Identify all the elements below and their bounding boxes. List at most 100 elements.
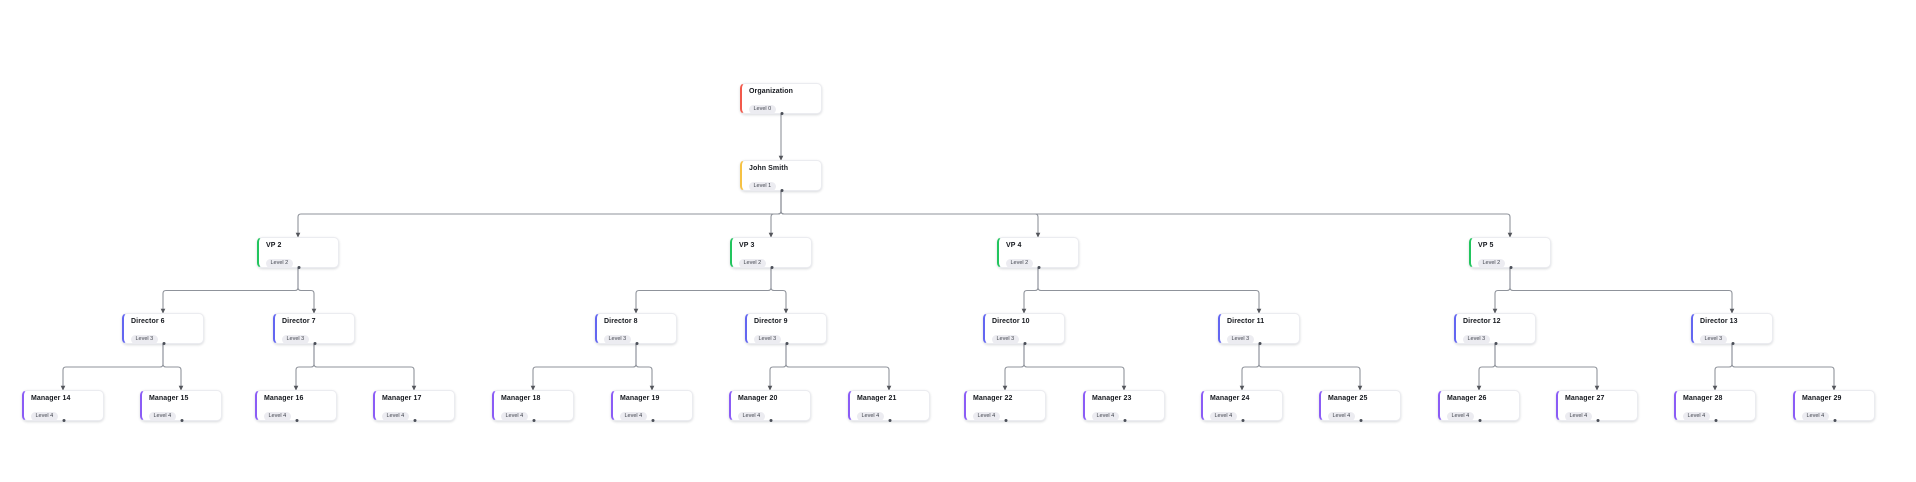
connection-handle-bottom-icon[interactable]	[180, 419, 183, 422]
connection-handle-bottom-icon[interactable]	[1258, 342, 1261, 345]
node-title: VP 4	[1006, 242, 1022, 249]
connection-handle-bottom-icon[interactable]	[1241, 419, 1244, 422]
edge-connector	[162, 344, 182, 389]
level-badge: Level 4	[1328, 411, 1355, 422]
node-title: Manager 19	[620, 395, 660, 402]
edge-connector	[770, 268, 787, 312]
node-title: Manager 20	[738, 395, 778, 402]
org-node-manager-19[interactable]: Manager 19 Level 4	[611, 390, 693, 422]
connection-handle-bottom-icon[interactable]	[780, 189, 783, 192]
edge-arrowhead	[768, 232, 774, 238]
edge-arrowhead	[783, 308, 789, 314]
level-badge: Level 3	[1463, 334, 1490, 345]
org-node-vp-4[interactable]: VP 4 Level 2	[997, 237, 1079, 269]
level-badge: Level 4	[620, 411, 647, 422]
level-badge: Level 4	[501, 411, 528, 422]
node-title: Manager 27	[1565, 395, 1605, 402]
node-title: Director 10	[992, 318, 1030, 325]
connection-handle-bottom-icon[interactable]	[1023, 342, 1026, 345]
connection-handle-bottom-icon[interactable]	[780, 112, 783, 115]
level-badge: Level 4	[31, 411, 58, 422]
connection-handle-bottom-icon[interactable]	[1714, 419, 1717, 422]
node-title: Director 9	[754, 318, 788, 325]
connection-handle-bottom-icon[interactable]	[1596, 419, 1599, 422]
edge-arrowhead	[1256, 308, 1262, 314]
node-title: Director 11	[1227, 318, 1265, 325]
connection-handle-bottom-icon[interactable]	[1037, 266, 1040, 269]
level-badge: Level 3	[604, 334, 631, 345]
connection-handle-bottom-icon[interactable]	[532, 419, 535, 422]
node-title: John Smith	[749, 165, 789, 172]
connection-handle-bottom-icon[interactable]	[413, 419, 416, 422]
org-node-manager-20[interactable]: Manager 20 Level 4	[729, 390, 811, 422]
edge-connector	[635, 344, 653, 389]
level-badge: Level 4	[149, 411, 176, 422]
edge-arrowhead	[649, 385, 655, 391]
org-node-director-10[interactable]: Director 10 Level 3	[983, 313, 1065, 345]
node-title: Manager 18	[501, 395, 541, 402]
connection-handle-bottom-icon[interactable]	[888, 419, 891, 422]
connection-handle-bottom-icon[interactable]	[785, 342, 788, 345]
level-badge: Level 3	[754, 334, 781, 345]
level-badge: Level 2	[1478, 258, 1505, 269]
connection-handle-bottom-icon[interactable]	[1494, 342, 1497, 345]
connection-handle-bottom-icon[interactable]	[1833, 419, 1836, 422]
node-title: Organization	[749, 88, 793, 95]
node-title: Manager 23	[1092, 395, 1132, 402]
level-badge: Level 2	[1006, 258, 1033, 269]
level-badge: Level 3	[992, 334, 1019, 345]
edge-arrowhead	[530, 385, 536, 391]
level-badge: Level 4	[738, 411, 765, 422]
org-node-director-9[interactable]: Director 9 Level 3	[745, 313, 827, 345]
connection-handle-bottom-icon[interactable]	[1509, 266, 1512, 269]
edge-arrowhead	[778, 155, 784, 161]
connection-handle-bottom-icon[interactable]	[313, 342, 316, 345]
edge-arrowhead	[1476, 385, 1482, 391]
connection-handle-bottom-icon[interactable]	[295, 419, 298, 422]
level-badge: Level 3	[282, 334, 309, 345]
connection-handle-bottom-icon[interactable]	[162, 342, 165, 345]
connection-handle-bottom-icon[interactable]	[769, 419, 772, 422]
connection-handle-bottom-icon[interactable]	[635, 342, 638, 345]
connection-handle-bottom-icon[interactable]	[297, 266, 300, 269]
edge-arrowhead	[311, 308, 317, 314]
edge-arrowhead	[1357, 385, 1363, 391]
connection-handle-bottom-icon[interactable]	[651, 419, 654, 422]
connection-handle-bottom-icon[interactable]	[1123, 419, 1126, 422]
connection-handle-bottom-icon[interactable]	[770, 266, 773, 269]
node-title: Manager 21	[857, 395, 897, 402]
connection-handle-bottom-icon[interactable]	[1731, 342, 1734, 345]
connection-handle-bottom-icon[interactable]	[62, 419, 65, 422]
connection-handle-bottom-icon[interactable]	[1004, 419, 1007, 422]
edge-arrowhead	[1507, 232, 1513, 238]
org-node-manager-18[interactable]: Manager 18 Level 4	[492, 390, 574, 422]
connection-handle-bottom-icon[interactable]	[1359, 419, 1362, 422]
connection-handle-bottom-icon[interactable]	[1478, 419, 1481, 422]
